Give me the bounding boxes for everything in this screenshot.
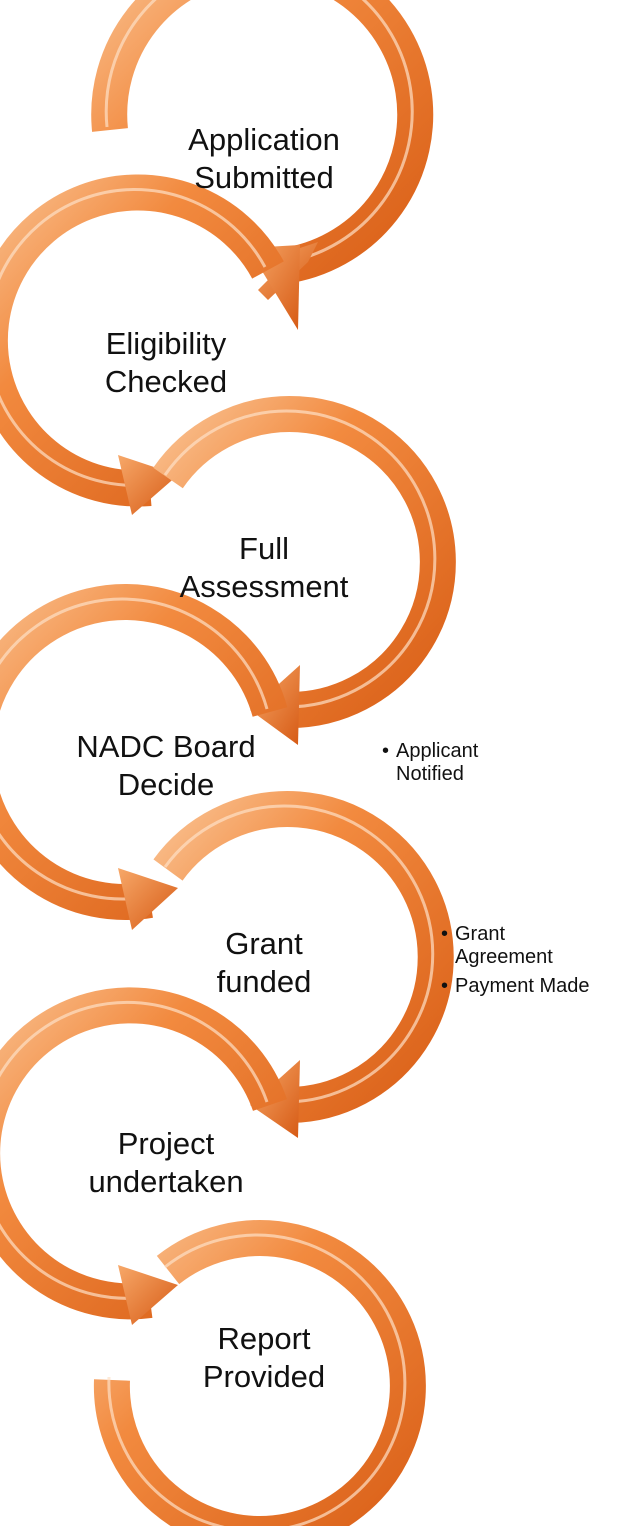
note-text: Grant [455, 923, 506, 945]
step-label-project-undertaken: Project undertaken [56, 1125, 276, 1201]
flow-arrow-4 [0, 584, 288, 930]
step-label-line: Submitted [194, 160, 334, 195]
step-label-application-submitted: Application Submitted [154, 121, 374, 197]
step-label-line: NADC Board [76, 729, 256, 764]
step-label-line: Grant [225, 926, 303, 961]
notes-grant-funded: Grant Agreement Payment Made [441, 923, 590, 1004]
note-text: Agreement [455, 946, 553, 968]
step-label-line: Provided [202, 1359, 326, 1394]
note-item: Payment Made [441, 975, 590, 998]
flow-arrow-7 [93, 1220, 426, 1526]
step-label-line: Eligibility [105, 326, 227, 361]
step-label-line: Project [117, 1126, 215, 1161]
step-label-report-provided: Report Provided [154, 1320, 374, 1396]
step-label-eligibility-checked: Eligibility Checked [56, 325, 276, 401]
step-label-line: Report [217, 1321, 311, 1356]
notes-board-decision: Applicant Notified [382, 740, 479, 792]
note-text: Notified [396, 763, 464, 785]
step-label-line: Decide [117, 767, 215, 802]
step-label-line: Full [239, 531, 289, 566]
flow-arrow-6 [0, 987, 287, 1325]
step-label-line: undertaken [88, 1164, 244, 1199]
note-text: Applicant [396, 740, 479, 762]
step-label-full-assessment: Full Assessment [154, 530, 374, 606]
step-label-line: Application [188, 122, 340, 157]
step-label-grant-funded: Grant funded [154, 925, 374, 1001]
note-text: Payment Made [455, 975, 590, 997]
note-item: Grant Agreement [441, 923, 590, 969]
step-label-nadc-board-decide: NADC Board Decide [56, 728, 276, 804]
note-item: Applicant Notified [382, 740, 479, 786]
step-label-line: funded [216, 964, 312, 999]
step-label-line: Checked [104, 364, 228, 399]
flow-arrow-1 [91, 0, 434, 330]
step-label-line: Assessment [179, 569, 349, 604]
